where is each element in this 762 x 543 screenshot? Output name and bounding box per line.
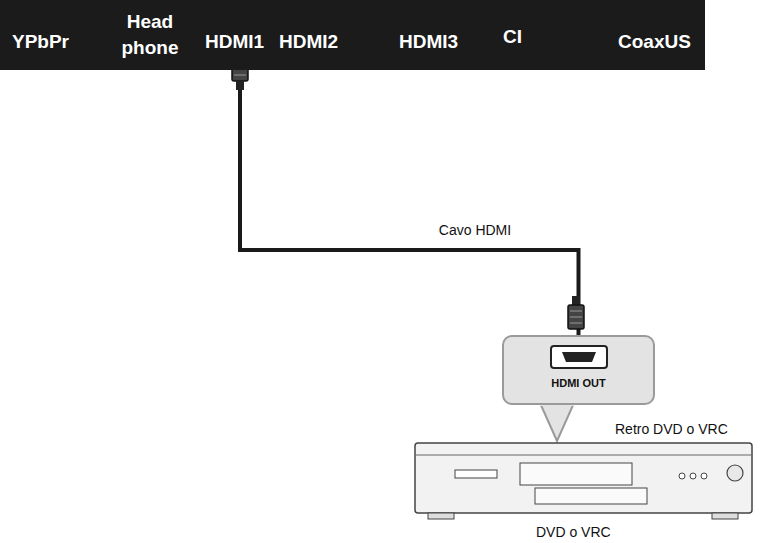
port-label: HDMI2 [279, 31, 338, 53]
callout-pointer [540, 403, 574, 441]
hdmi-plug-bottom [568, 296, 584, 329]
device-label: Retro DVD o VRC [615, 421, 728, 437]
device-label: DVD o VRC [536, 524, 611, 540]
port-label: HDMI1 [205, 31, 264, 53]
port-label: Head phone [112, 9, 188, 61]
port-label: YPbPr [12, 31, 69, 53]
dvd-player [415, 443, 752, 519]
port-name: HDMI OUT [551, 377, 605, 389]
port-label: CoaxUS [618, 31, 691, 53]
port-label: HDMI3 [399, 31, 458, 53]
connector-panel: YPbPr Head phone HDMI1 HDMI2 HDMI3 CI CoaxUS [0, 0, 705, 70]
cable-label: Cavo HDMI [439, 222, 511, 238]
port-label: CI [503, 26, 522, 48]
hdmi-port-icon [550, 345, 608, 371]
port-callout-box: HDMI OUT [502, 335, 655, 405]
hdmi-cable [240, 70, 579, 335]
